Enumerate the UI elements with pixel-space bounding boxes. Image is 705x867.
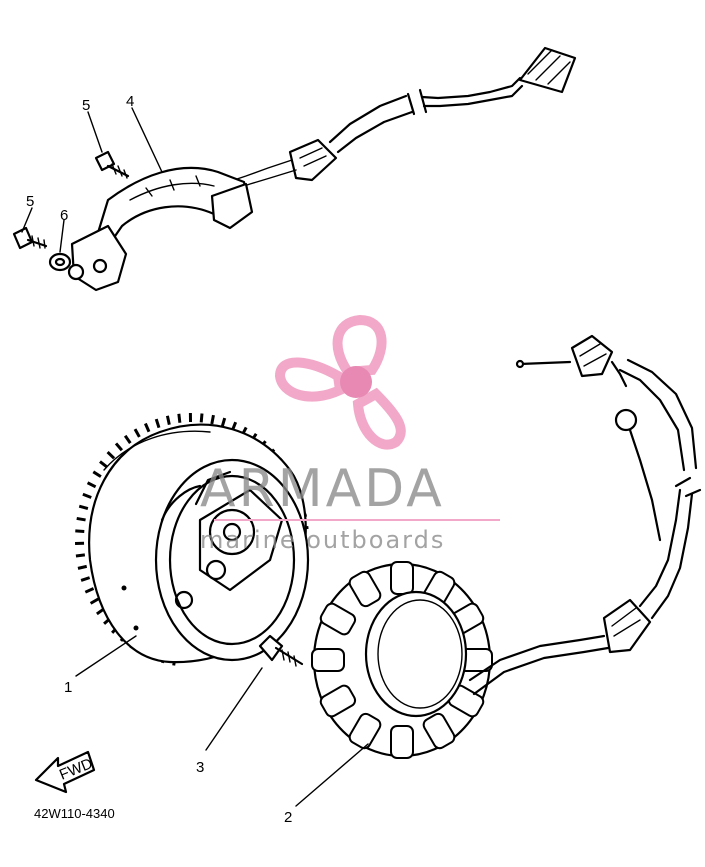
watermark-tagline: marine outboards xyxy=(200,526,445,554)
leader-1 xyxy=(75,635,137,677)
gear-tooth xyxy=(75,529,85,534)
stator-pole xyxy=(348,712,382,750)
callout-6: 6 xyxy=(60,207,68,224)
gear-tooth xyxy=(89,597,100,605)
bolt-part-3 xyxy=(258,634,304,667)
leader-4 xyxy=(131,107,163,173)
flywheel xyxy=(75,412,310,666)
gear-tooth xyxy=(177,413,182,423)
callout-5b: 5 xyxy=(26,193,34,210)
stator-pole xyxy=(390,725,414,759)
gear-tooth xyxy=(154,418,161,429)
stator-pole xyxy=(311,648,345,672)
diagram-code: 42W110-4340 xyxy=(34,806,115,821)
gear-tooth xyxy=(210,414,215,425)
gear-tooth xyxy=(106,450,116,460)
stator-pole xyxy=(319,602,357,636)
callout-1: 1 xyxy=(64,679,72,696)
stator-pole xyxy=(422,712,456,750)
stator xyxy=(311,334,702,759)
leader-5a xyxy=(87,111,103,153)
gear-tooth xyxy=(165,415,171,425)
gear-tooth xyxy=(133,428,141,438)
gear-tooth xyxy=(78,504,89,510)
gear-tooth xyxy=(92,470,102,478)
gear-tooth xyxy=(84,587,95,594)
gear-tooth xyxy=(75,553,86,558)
gear-tooth xyxy=(76,516,86,522)
stator-pole xyxy=(319,684,357,718)
gear-tooth xyxy=(123,434,132,444)
leader-5b xyxy=(21,207,33,233)
callout-5a: 5 xyxy=(82,97,90,114)
gear-tooth xyxy=(77,564,88,570)
watermark-brand: ARMADA xyxy=(200,459,445,519)
gear-tooth xyxy=(99,460,108,469)
leader-2 xyxy=(295,743,369,807)
forward-direction-arrow: FWD xyxy=(34,750,95,794)
gear-tooth xyxy=(199,413,204,423)
callout-2: 2 xyxy=(284,809,292,826)
gear-tooth xyxy=(82,492,92,499)
watermark: ARMADA marine outboards xyxy=(200,314,500,554)
stator-pole xyxy=(390,561,414,595)
propeller-icon xyxy=(274,314,406,450)
gear-tooth xyxy=(114,442,124,452)
leader-3 xyxy=(205,667,263,751)
callout-4: 4 xyxy=(126,93,134,110)
gear-tooth xyxy=(86,481,97,489)
pulser-coil-assembly xyxy=(12,46,577,292)
stator-pole xyxy=(348,570,382,608)
gear-tooth xyxy=(80,576,91,582)
gear-tooth xyxy=(144,422,151,433)
gear-tooth xyxy=(220,417,227,428)
leader-6 xyxy=(59,219,65,253)
callout-3: 3 xyxy=(196,759,204,776)
